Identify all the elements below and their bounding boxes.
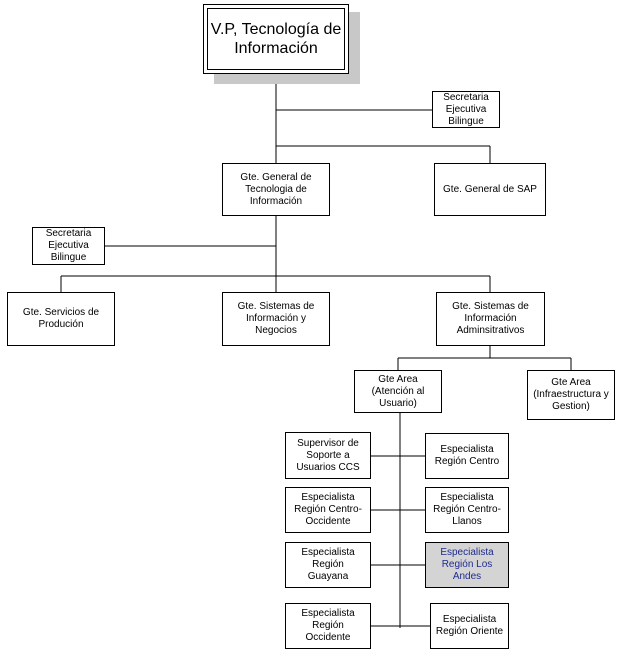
gm-sap-box: Gte. General de SAP — [434, 163, 546, 216]
secretary-top-box: Secretaria Ejecutiva Bilingue — [432, 91, 500, 128]
area-atencion-box: Gte Area (Atención al Usuario) — [354, 370, 442, 413]
area-infra-box: Gte Area (Infraestructura y Gestion) — [527, 370, 615, 420]
vp-title: V.P, Tecnología de Información — [207, 8, 345, 70]
esp-guayana-box: Especialista Región Guayana — [285, 542, 371, 588]
sis-adm-box: Gte. Sistemas de Información Adminsitrat… — [436, 292, 545, 346]
esp-oriente-box: Especialista Región Oriente — [430, 603, 509, 649]
esp-andes-box: Especialista Región Los Andes — [425, 542, 509, 588]
serv-prod-box: Gte. Servicios de Produción — [7, 292, 115, 346]
esp-centro-occidente-box: Especialista Región Centro- Occidente — [285, 487, 371, 533]
esp-centro-llanos-box: Especialista Región Centro- Llanos — [425, 487, 509, 533]
gm-ti-box: Gte. General de Tecnologia de Informació… — [222, 163, 330, 216]
supervisor-ccs-box: Supervisor de Soporte a Usuarios CCS — [285, 432, 371, 479]
esp-occidente-box: Especialista Región Occidente — [285, 603, 371, 649]
secretary-gm-box: Secretaria Ejecutiva Bilingue — [32, 227, 105, 265]
vp-box: V.P, Tecnología de Información — [203, 4, 349, 74]
esp-centro-box: Especialista Región Centro — [425, 433, 509, 479]
sis-neg-box: Gte. Sistemas de Información y Negocios — [222, 292, 330, 346]
